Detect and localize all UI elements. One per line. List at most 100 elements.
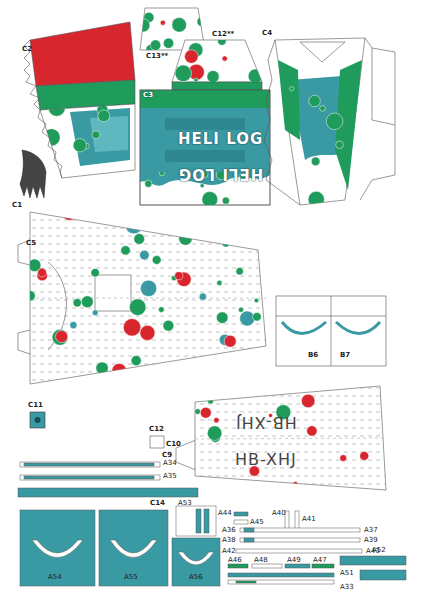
part-label: C3 <box>143 92 153 99</box>
part-label: A52 <box>372 547 386 554</box>
part-label: A51 <box>340 570 354 577</box>
decal-spot <box>175 272 183 280</box>
part-label: B6 <box>308 352 318 359</box>
decal-spot <box>81 296 93 308</box>
decal-spot <box>207 426 222 441</box>
part-label: A36 <box>222 527 236 534</box>
part-label: C14 <box>150 500 165 507</box>
decal-spot <box>121 246 130 255</box>
decal-spot <box>56 330 68 342</box>
decal-spot <box>238 307 243 312</box>
decal-spot <box>98 110 110 122</box>
decal-spot <box>28 259 41 272</box>
decal-spot <box>279 183 284 188</box>
part-label: C11 <box>28 402 43 409</box>
decal-spot <box>311 157 320 166</box>
part-tail-boom <box>190 384 390 494</box>
decal-spot <box>214 417 219 422</box>
decal-spot <box>336 141 344 149</box>
decal-spot <box>96 362 108 374</box>
decal-spot <box>158 307 164 313</box>
part-label: HELI LOG <box>178 166 263 181</box>
part-label: C4 <box>262 30 272 37</box>
decal-spot <box>123 319 140 336</box>
decal-spot <box>129 299 146 316</box>
part-label: A54 <box>48 574 62 581</box>
decal-spot <box>185 50 199 64</box>
decal-spot <box>307 426 317 436</box>
decal-spot <box>179 232 192 245</box>
part-label: A37 <box>364 527 378 534</box>
decal-spot <box>301 394 315 408</box>
part-label: C13** <box>146 53 168 60</box>
part-label: B7 <box>340 352 350 359</box>
part-label: A39 <box>364 537 378 544</box>
decal-spots <box>25 12 369 486</box>
decal-spot <box>145 180 152 187</box>
decal-spot <box>160 20 165 25</box>
decal-spot <box>200 407 211 418</box>
decal-spot <box>207 398 213 404</box>
decal-spot <box>140 250 150 260</box>
decal-spot <box>106 214 111 219</box>
decal-spot <box>92 131 100 139</box>
decal-spot <box>175 65 192 82</box>
decal-spot <box>200 184 204 188</box>
decal-spot <box>194 78 198 82</box>
decal-spot <box>320 106 326 112</box>
part-label: A55 <box>124 574 138 581</box>
part-label: A56 <box>189 574 203 581</box>
part-label: A44 <box>218 510 232 517</box>
decal-spot <box>167 40 181 54</box>
decal-spot <box>326 113 343 130</box>
decal-spot <box>136 19 150 33</box>
small-parts <box>228 511 406 584</box>
decal-spot <box>199 293 206 300</box>
decal-spot <box>152 376 165 389</box>
part-c4 <box>264 38 395 205</box>
decal-spot <box>207 71 219 83</box>
part-label: A47 <box>313 557 327 564</box>
decal-spot <box>360 451 369 460</box>
part-label: C2 <box>22 46 32 53</box>
decal-spot <box>62 205 78 221</box>
part-c12-c13 <box>140 8 262 90</box>
part-label: A46 <box>228 557 242 564</box>
decal-spot <box>140 325 155 340</box>
decal-spot <box>240 311 255 326</box>
decal-spot <box>222 56 227 61</box>
decal-spot <box>91 268 99 276</box>
decal-spot <box>235 370 244 379</box>
decal-spot <box>150 40 161 51</box>
decal-spot <box>159 171 164 176</box>
decal-spot <box>172 18 187 33</box>
part-label: A48 <box>254 557 268 564</box>
decal-spot <box>222 197 229 204</box>
decal-spot <box>222 238 231 247</box>
part-label: A53 <box>178 500 192 507</box>
decal-spot <box>112 363 127 378</box>
decal-spot <box>163 320 174 331</box>
part-label: A40 <box>272 510 286 517</box>
decal-spot <box>340 455 347 462</box>
decal-spot <box>174 226 179 231</box>
decal-spot <box>202 192 218 208</box>
strips <box>18 462 198 497</box>
part-label: A42 <box>222 548 236 555</box>
part-label: HELI LOG <box>178 132 263 147</box>
decal-spot <box>293 481 298 486</box>
decal-spot <box>309 95 321 107</box>
part-b6-b7 <box>276 296 386 366</box>
decal-spot <box>48 99 65 116</box>
part-label: C10 <box>166 441 181 448</box>
decal-spot <box>131 356 141 366</box>
part-label: C5 <box>26 240 36 247</box>
decal-spot <box>125 216 143 234</box>
part-label: A49 <box>287 557 301 564</box>
decal-spot <box>224 335 236 347</box>
decal-spot <box>254 298 258 302</box>
part-c5 <box>18 212 270 387</box>
decal-spot <box>195 409 201 415</box>
decal-spot <box>248 69 262 83</box>
